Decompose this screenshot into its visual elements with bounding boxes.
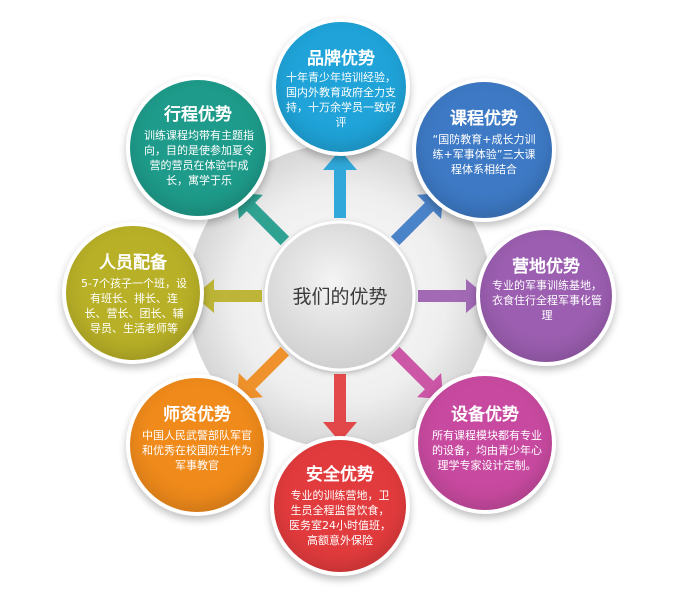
node-text: 5-7个孩子一个班，设有班长、排长、连长、营长、团长、辅导员、生活老师等	[81, 277, 187, 335]
node-staff: 人员配备 5-7个孩子一个班，设有班长、排长、连长、营长、团长、辅导员、生活老师…	[62, 222, 204, 364]
node-title: 师资优势	[163, 405, 231, 425]
node-equipment: 设备优势 所有课程模块都有专业的设备，均由青少年心理学专家设计定制。	[414, 372, 556, 514]
node-title: 人员配备	[99, 253, 167, 273]
arrow-brand	[323, 150, 357, 218]
node-itinerary: 行程优势 训练课程均带有主题指向，目的是使参加夏令营的营员在体验中成长，寓学于乐	[126, 76, 270, 220]
node-title: 课程优势	[450, 109, 518, 129]
node-title: 营地优势	[512, 257, 580, 277]
arrow-course	[390, 192, 444, 246]
node-brand: 品牌优势 十年青少年培训经验，国内外教育政府全力支持，十万余学员一致好评	[272, 18, 410, 156]
node-course: 课程优势 “国防教育+成长力训练+军事体验”三大课程体系相结合	[412, 78, 556, 222]
node-teacher: 师资优势 中国人民武警部队军官和优秀在校国防生作为军事教官	[126, 374, 268, 516]
arrow-itinerary	[236, 192, 290, 246]
arrow-equipment	[390, 346, 444, 400]
node-title: 设备优势	[451, 405, 519, 425]
node-text: 十年青少年培训经验，国内外教育政府全力支持，十万余学员一致好评	[286, 71, 396, 129]
node-text: 中国人民武警部队军官和优秀在校国防生作为军事教官	[142, 429, 252, 472]
arrow-staff	[194, 279, 262, 313]
node-title: 行程优势	[164, 105, 232, 125]
node-title: 品牌优势	[307, 49, 375, 69]
node-text: 专业的训练营地，卫生员全程监督饮食，医务室24小时值班，高额意外保险	[289, 489, 391, 547]
arrow-safety	[323, 374, 357, 442]
node-safety: 安全优势 专业的训练营地，卫生员全程监督饮食，医务室24小时值班，高额意外保险	[270, 436, 410, 576]
node-text: 训练课程均带有主题指向，目的是使参加夏令营的营员在体验中成长，寓学于乐	[144, 129, 254, 187]
arrow-teacher	[236, 346, 290, 400]
node-text: “国防教育+成长力训练+军事体验”三大课程体系相结合	[432, 133, 536, 176]
node-title: 安全优势	[306, 465, 374, 485]
arrows-group	[194, 150, 486, 442]
node-text: 所有课程模块都有专业的设备，均由青少年心理学专家设计定制。	[432, 429, 542, 472]
node-text: 专业的军事训练基地，衣食住行全程军事化管理	[492, 279, 602, 322]
center-label: 我们的优势	[292, 286, 388, 308]
center-circle	[264, 220, 416, 372]
node-camp: 营地优势 专业的军事训练基地，衣食住行全程军事化管理	[476, 226, 616, 366]
arrow-camp	[418, 279, 486, 313]
